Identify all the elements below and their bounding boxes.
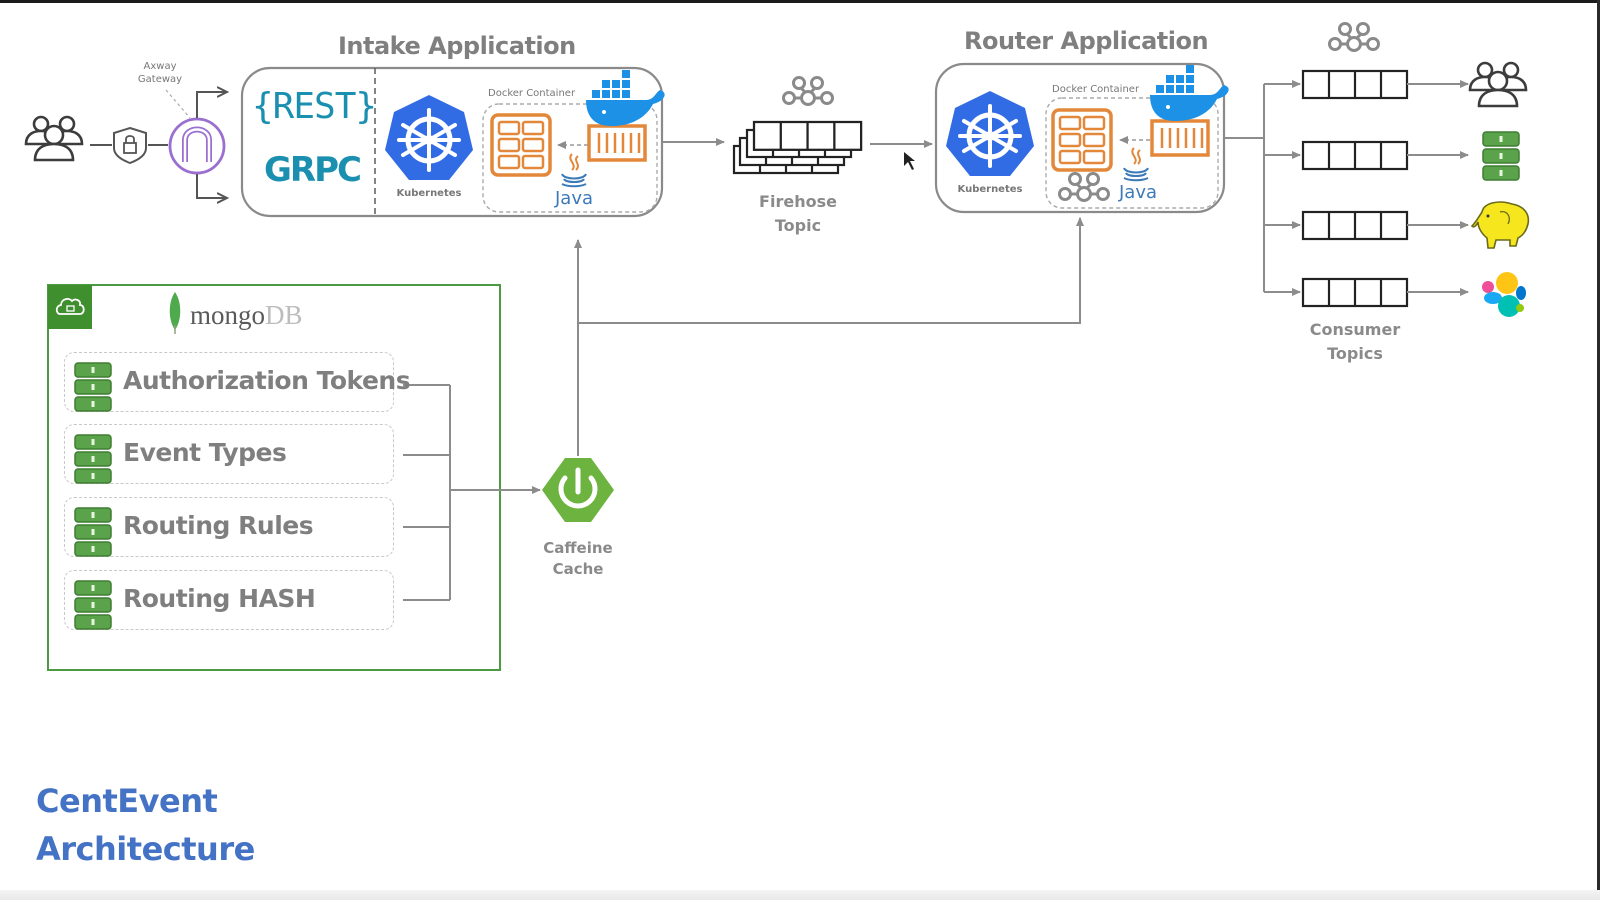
server-icon <box>1051 108 1113 172</box>
caffeine-cache-label: Caffeine Cache <box>530 538 626 580</box>
mongodb-collection-item: Routing Rules <box>64 497 394 557</box>
users-icon <box>24 115 84 162</box>
elastic-icon <box>1482 272 1526 317</box>
mongodb-collection-item: Routing HASH <box>64 570 394 630</box>
grpc-logo: GRPC <box>264 150 362 190</box>
server-icon <box>490 113 552 177</box>
caffeine-cache-icon <box>542 458 614 522</box>
gateway-label-line1: Axway <box>143 61 177 72</box>
gateway-arrow-rest <box>196 92 227 118</box>
docker-container-label: Docker Container <box>488 88 576 99</box>
mongodb-corner-badge <box>48 285 92 329</box>
security-shield-icon <box>113 126 147 165</box>
mongodb-logo-text: mongoDB <box>190 300 303 331</box>
mongodb-logo-suffix: DB <box>265 300 303 330</box>
mongodb-to-cache-connector <box>403 384 541 601</box>
firehose-topic-stack-icon <box>732 120 863 175</box>
cloud-lock-icon <box>55 298 85 315</box>
docker-container-label: Docker Container <box>1052 84 1140 95</box>
firehose-topic-label: Firehose Topic <box>748 190 848 238</box>
consumer-database-icon <box>1482 131 1520 181</box>
screen-frame-right <box>1597 0 1600 900</box>
mongodb-collection-item: Authorization Tokens <box>64 352 411 412</box>
mongodb-collection-item: Event Types <box>64 424 394 484</box>
java-label: Java <box>1118 182 1158 203</box>
cache-to-router-arrow <box>578 217 1084 324</box>
consumer-topic-queue-1 <box>1301 69 1409 100</box>
mongodb-logo-main: mongo <box>190 300 266 330</box>
kubernetes-label: Kubernetes <box>396 188 462 199</box>
kafka-icon <box>1328 22 1380 52</box>
rest-logo: {REST} <box>252 86 377 127</box>
container-icon <box>1150 119 1210 157</box>
intake-docker-container-box <box>482 103 658 213</box>
collection-label: Authorization Tokens <box>123 366 411 395</box>
screen-frame-top <box>0 0 1600 3</box>
consumer-topics-label: Consumer Topics <box>1300 318 1410 366</box>
consumer-topic-queue-3 <box>1301 210 1409 241</box>
consumer-topic-queue-2 <box>1301 140 1409 171</box>
consumer-label-line2: Topics <box>1327 344 1383 363</box>
collection-label: Event Types <box>123 438 287 467</box>
axway-gateway-label: Axway Gateway <box>128 60 192 86</box>
database-icon <box>74 434 112 484</box>
kafka-icon <box>782 76 834 106</box>
consumer-topics <box>1264 69 1469 308</box>
kubernetes-label: Kubernetes <box>957 184 1023 195</box>
mongodb-container-box <box>47 284 501 671</box>
mouse-cursor-icon <box>904 152 915 170</box>
java-label: Java <box>554 188 594 209</box>
firehose-label-line2: Topic <box>774 216 822 235</box>
consumer-label-line1: Consumer <box>1309 320 1401 339</box>
mongodb-leaf-icon <box>169 292 181 334</box>
container-icon <box>587 124 647 162</box>
screen-frame-bottom <box>0 890 1600 900</box>
gateway-label-line2: Gateway <box>137 74 183 85</box>
intake-application-title: Intake Application <box>338 32 576 60</box>
router-application-title: Router Application <box>964 27 1209 55</box>
consumer-topic-queue-4 <box>1301 277 1409 308</box>
gateway-arrow-grpc <box>196 174 227 198</box>
gateway-callout-line <box>165 89 191 119</box>
router-docker-container-box <box>1045 97 1219 209</box>
hadoop-elephant-icon <box>1470 201 1530 249</box>
database-icon <box>74 362 112 412</box>
collection-label: Routing Rules <box>123 511 314 540</box>
cache-label-line2: Cache <box>552 560 604 578</box>
consumer-users-icon <box>1468 61 1528 108</box>
database-icon <box>74 580 112 630</box>
page-title-line2: Architecture <box>36 830 255 868</box>
database-icon <box>74 507 112 557</box>
axway-gateway-icon <box>168 117 226 175</box>
collection-label: Routing HASH <box>123 584 316 613</box>
cache-label-line1: Caffeine <box>543 539 613 557</box>
page-title-line1: CentEvent <box>36 782 218 820</box>
firehose-label-line1: Firehose <box>759 192 837 211</box>
